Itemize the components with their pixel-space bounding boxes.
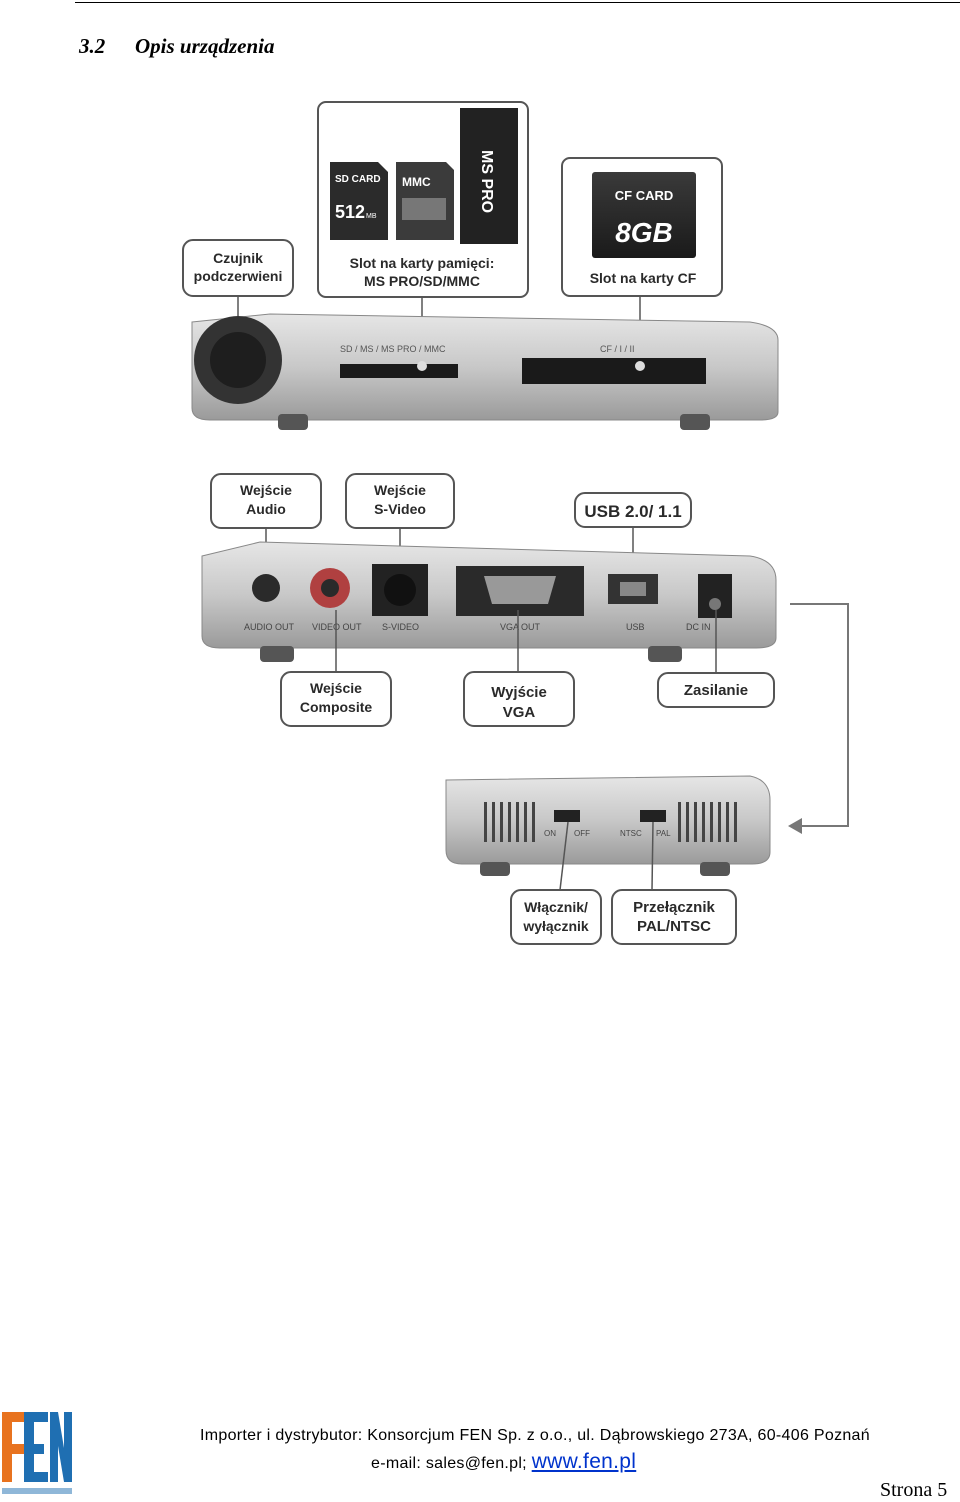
sd-card-label: SD CARD [335,174,381,185]
memory-slot-label-1: Slot na karty pamięci: [350,255,495,271]
device-side-view: ON OFF NTSC PAL [445,775,771,876]
vga-out-label-2: VGA [503,704,536,721]
palntsc-switch-callout: Przełącznik PAL/NTSC [611,889,737,945]
ms-pro-card-image: MS PRO [460,108,518,244]
mmc-card-label: MMC [402,175,431,189]
onoff-label-1: Włącznik/ [524,899,588,915]
section-heading: 3.2 Opis urządzenia [79,32,274,60]
audio-in-callout: Wejście Audio [210,473,322,529]
rear-bottom-leader-lines [335,610,717,674]
front-slot2-mark: CF / I / II [600,344,635,354]
cf-card-label: CF CARD [615,188,674,203]
ir-sensor-label-2: podczerwieni [194,268,283,284]
svideo-in-label-2: S-Video [374,501,426,517]
footer-email: e-mail: sales@fen.pl; [371,1455,532,1472]
onoff-label-2: wyłącznik [522,918,589,934]
footer-contact: e-mail: sales@fen.pl; www.fen.pl [371,1451,636,1475]
cf-slot-callout: CF CARD 8GB Slot na karty CF [561,157,723,297]
rear-svideo-mark: S-VIDEO [382,622,419,632]
rear-audio-out-mark: AUDIO OUT [244,622,295,632]
sd-card-capacity: 512 [335,202,365,222]
device-front-view: SD / MS / MS PRO / MMC CF / I / II [191,313,779,430]
rear-dc-in-mark: DC IN [686,622,711,632]
palntsc-label-1: Przełącznik [633,899,715,916]
power-callout: Zasilanie [657,672,775,708]
cf-card-image: CF CARD 8GB [592,172,696,258]
usb-callout: USB 2.0/ 1.1 [574,492,692,528]
cf-slot-label: Slot na karty CF [590,270,697,286]
vga-out-callout: Wyjście VGA [463,671,575,727]
page-number: Strona 5 [880,1479,948,1501]
side-pal-mark: PAL [656,829,671,838]
memory-slot-callout: SD CARD 512 MB MMC MS PRO Slot na karty … [317,101,529,298]
section-title: Opis urządzenia [135,34,275,58]
side-off-mark: OFF [574,829,590,838]
mmc-card-image: MMC [396,162,454,240]
side-leader-lines [559,821,654,891]
audio-in-label-2: Audio [246,501,286,517]
composite-in-label-1: Wejście [310,680,362,696]
device-rear-view: AUDIO OUT VIDEO OUT S-VIDEO VGA OUT USB … [201,541,777,662]
top-rule [75,2,960,3]
footer-importer: Importer i dystrybutor: Konsorcjum FEN S… [200,1427,870,1444]
onoff-switch-callout: Włącznik/ wyłącznik [510,889,602,945]
ir-sensor-callout: Czujnik podczerwieni [182,239,294,297]
vga-out-label-1: Wyjście [491,684,547,701]
composite-in-callout: Wejście Composite [280,671,392,727]
sd-card-image: SD CARD 512 MB [330,162,388,240]
fen-logo [0,1408,74,1496]
memory-slot-label-2: MS PRO/SD/MMC [364,273,480,289]
side-on-mark: ON [544,829,556,838]
svideo-in-label-1: Wejście [374,482,426,498]
cf-card-capacity: 8GB [615,217,673,248]
rear-usb-mark: USB [626,622,645,632]
composite-in-label-2: Composite [300,699,373,715]
svideo-in-callout: Wejście S-Video [345,473,455,529]
ms-pro-card-label: MS PRO [478,150,495,213]
front-slot1-mark: SD / MS / MS PRO / MMC [340,344,446,354]
section-number: 3.2 [79,34,106,58]
ir-sensor-label-1: Czujnik [213,250,263,266]
rear-video-out-mark: VIDEO OUT [312,622,362,632]
power-label: Zasilanie [684,682,748,699]
device-figure: SD CARD 512 MB MMC MS PRO Slot na karty … [150,90,860,950]
palntsc-label-2: PAL/NTSC [637,918,711,935]
audio-in-label-1: Wejście [240,482,292,498]
sd-card-unit: MB [366,213,377,220]
rear-vga-out-mark: VGA OUT [500,622,541,632]
side-view-connector [788,603,849,834]
usb-label: USB 2.0/ 1.1 [584,502,681,521]
footer-website-link[interactable]: www.fen.pl [531,1450,637,1473]
side-ntsc-mark: NTSC [620,829,642,838]
